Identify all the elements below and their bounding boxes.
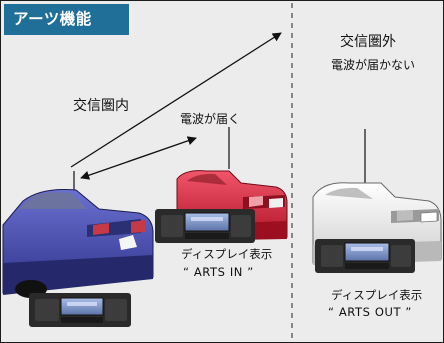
arts-out-code: “ ARTS OUT ” [328,305,412,319]
blue-car-icon [2,189,154,298]
out-display-caption: ディスプレイ表示 [331,288,423,302]
signal-arrow-both [80,136,197,180]
in-display-caption: ディスプレイ表示 [181,247,273,261]
radio-unit-icon [315,239,415,273]
arts-in-code: “ ARTS IN ” [183,265,254,279]
in-range-label: 交信圏内 [73,98,129,114]
out-of-range-label: 交信圏外 [340,34,396,50]
signal-reaches-label: 電波が届く [180,112,241,126]
radio-unit-icon [155,209,255,243]
radio-unit-icon [29,293,131,327]
title-badge: アーツ機能 [4,4,129,35]
signal-not-reach-label: 電波が届かない [331,58,416,72]
